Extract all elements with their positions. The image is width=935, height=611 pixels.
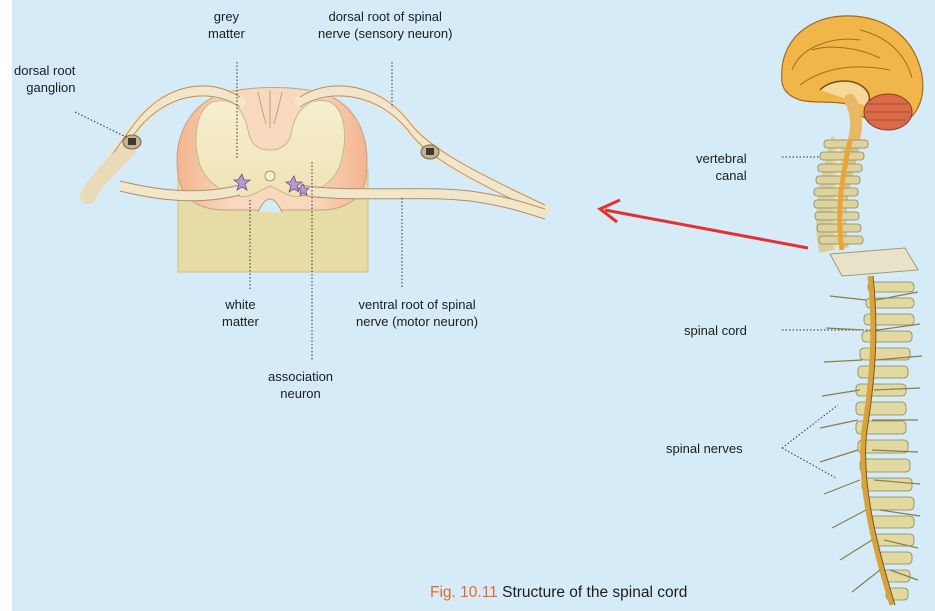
label-white-matter-line2: matter (222, 313, 259, 330)
figure-caption-number: Fig. 10.11 (430, 584, 498, 601)
red-pointer-arrow (600, 200, 808, 248)
label-dorsal-root-line1: dorsal root of spinal (318, 8, 452, 25)
label-spinal-cord: spinal cord (684, 322, 747, 339)
figure-caption: Fig. 10.11 Structure of the spinal cord (430, 584, 687, 602)
label-association-neuron-line2: neuron (268, 385, 333, 402)
label-dorsal-root-ganglion-line1: dorsal root (14, 62, 75, 79)
label-ventral-root-line2: nerve (motor neuron) (356, 313, 478, 330)
label-white-matter: white matter (222, 296, 259, 330)
label-white-matter-line1: white (222, 296, 259, 313)
label-spinal-nerves: spinal nerves (666, 440, 743, 457)
cross-section (88, 86, 545, 272)
label-vertebral-canal-line1: vertebral (696, 150, 747, 167)
label-dorsal-root-ganglion-line2: ganglion (14, 79, 75, 96)
label-ventral-root: ventral root of spinal nerve (motor neur… (356, 296, 478, 330)
label-dorsal-root-line2: nerve (sensory neuron) (318, 25, 452, 42)
label-dorsal-root: dorsal root of spinal nerve (sensory neu… (318, 8, 452, 42)
label-grey-matter-line2: matter (208, 25, 245, 42)
brain-and-spine (782, 16, 923, 605)
label-dorsal-root-ganglion: dorsal root ganglion (14, 62, 75, 96)
label-grey-matter-line1: grey (208, 8, 245, 25)
figure-caption-text: Structure of the spinal cord (502, 584, 687, 601)
label-grey-matter: grey matter (208, 8, 245, 42)
label-vertebral-canal-line2: canal (696, 167, 747, 184)
label-association-neuron: association neuron (268, 368, 333, 402)
section-cut-plate (830, 248, 918, 276)
label-ventral-root-line1: ventral root of spinal (356, 296, 478, 313)
label-association-neuron-line1: association (268, 368, 333, 385)
label-vertebral-canal: vertebral canal (696, 150, 747, 184)
